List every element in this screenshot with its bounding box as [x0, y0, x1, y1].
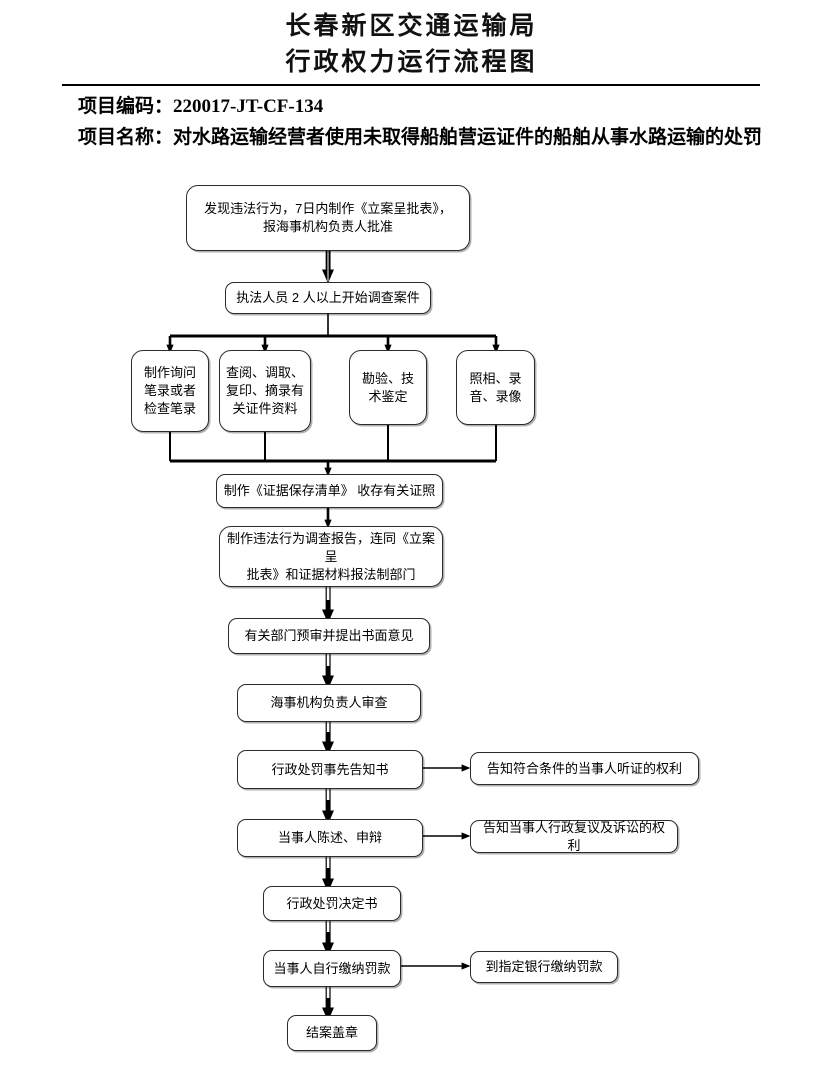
flow-node-penalty-decision[interactable]: 行政处罚决定书 [263, 886, 401, 921]
flow-node-label: 行政处罚事先告知书 [271, 761, 389, 777]
flow-node-appeal-rights-notice[interactable]: 告知当事人行政复议及诉讼的权利 [470, 820, 678, 853]
flow-node-label: 发现违法行为，7日内制作《立案呈批表》， 报海事机构负责人批准 [204, 201, 452, 234]
flow-node-party-statement[interactable]: 当事人陈述、申辩 [237, 819, 423, 857]
flow-node-department-review[interactable]: 有关部门预审并提出书面意见 [228, 618, 430, 654]
flow-node-collect-documents[interactable]: 查阅、调取、 复印、摘录有 关证件资料 [219, 350, 311, 432]
flow-node-inspection-appraisal[interactable]: 勘验、技 术鉴定 [349, 350, 427, 425]
flow-node-pay-at-bank[interactable]: 到指定银行缴纳罚款 [470, 951, 618, 983]
flow-node-advance-notice[interactable]: 行政处罚事先告知书 [237, 750, 423, 789]
project-code-text: 项目编码：220017-JT-CF-134 [78, 96, 324, 117]
flow-node-label: 结案盖章 [305, 1025, 358, 1040]
flow-node-label: 执法人员 2 人以上开始调查案件 [236, 290, 420, 305]
flow-node-label: 海事机构负责人审查 [270, 695, 388, 710]
project-name-text: 项目名称：对水路运输经营者使用未取得船舶营运证件的船舶从事水路运输的处罚 [78, 127, 763, 148]
flow-node-party-pays-fine[interactable]: 当事人自行缴纳罚款 [263, 950, 401, 987]
flow-node-hearing-rights-notice[interactable]: 告知符合条件的当事人听证的权利 [470, 752, 699, 785]
flow-node-maritime-head-review[interactable]: 海事机构负责人审查 [237, 684, 421, 722]
flow-node-detect-violation[interactable]: 发现违法行为，7日内制作《立案呈批表》， 报海事机构负责人批准 [186, 185, 470, 251]
flow-node-label: 行政处罚决定书 [286, 895, 378, 911]
flow-node-label: 当事人自行缴纳罚款 [273, 960, 391, 976]
flow-node-label: 有关部门预审并提出书面意见 [244, 628, 414, 643]
flow-node-label: 制作询问 笔录或者 检查笔录 [143, 365, 196, 416]
flow-node-interview-record[interactable]: 制作询问 笔录或者 检查笔录 [131, 350, 209, 432]
flow-node-label: 告知当事人行政复议及诉讼的权利 [482, 819, 665, 853]
flow-node-label: 照相、录 音、录像 [469, 370, 522, 404]
document-title-line-2: 行政权力运行流程图 [285, 49, 538, 76]
flow-node-start-investigation[interactable]: 执法人员 2 人以上开始调查案件 [225, 282, 431, 314]
flow-node-label: 当事人陈述、申辩 [277, 830, 382, 845]
flow-node-label: 勘验、技 术鉴定 [361, 370, 414, 404]
flow-node-close-case-seal[interactable]: 结案盖章 [287, 1015, 377, 1051]
flow-node-label: 告知符合条件的当事人听证的权利 [486, 760, 682, 776]
document-title-line-1: 长春新区交通运输局 [285, 13, 538, 40]
flow-node-label: 制作《证据保存清单》 收存有关证照 [223, 483, 436, 498]
header-divider [62, 84, 760, 86]
flow-node-label: 到指定银行缴纳罚款 [485, 959, 603, 974]
flow-node-evidence-list[interactable]: 制作《证据保存清单》 收存有关证照 [216, 474, 443, 508]
flow-node-label: 查阅、调取、 复印、摘录有 关证件资料 [226, 365, 305, 416]
flow-node-photo-audio-video[interactable]: 照相、录 音、录像 [456, 350, 535, 425]
flow-node-investigation-report[interactable]: 制作违法行为调查报告，连同《立案呈 批表》和证据材料报法制部门 [219, 526, 443, 587]
flow-node-label: 制作违法行为调查报告，连同《立案呈 批表》和证据材料报法制部门 [226, 530, 435, 582]
